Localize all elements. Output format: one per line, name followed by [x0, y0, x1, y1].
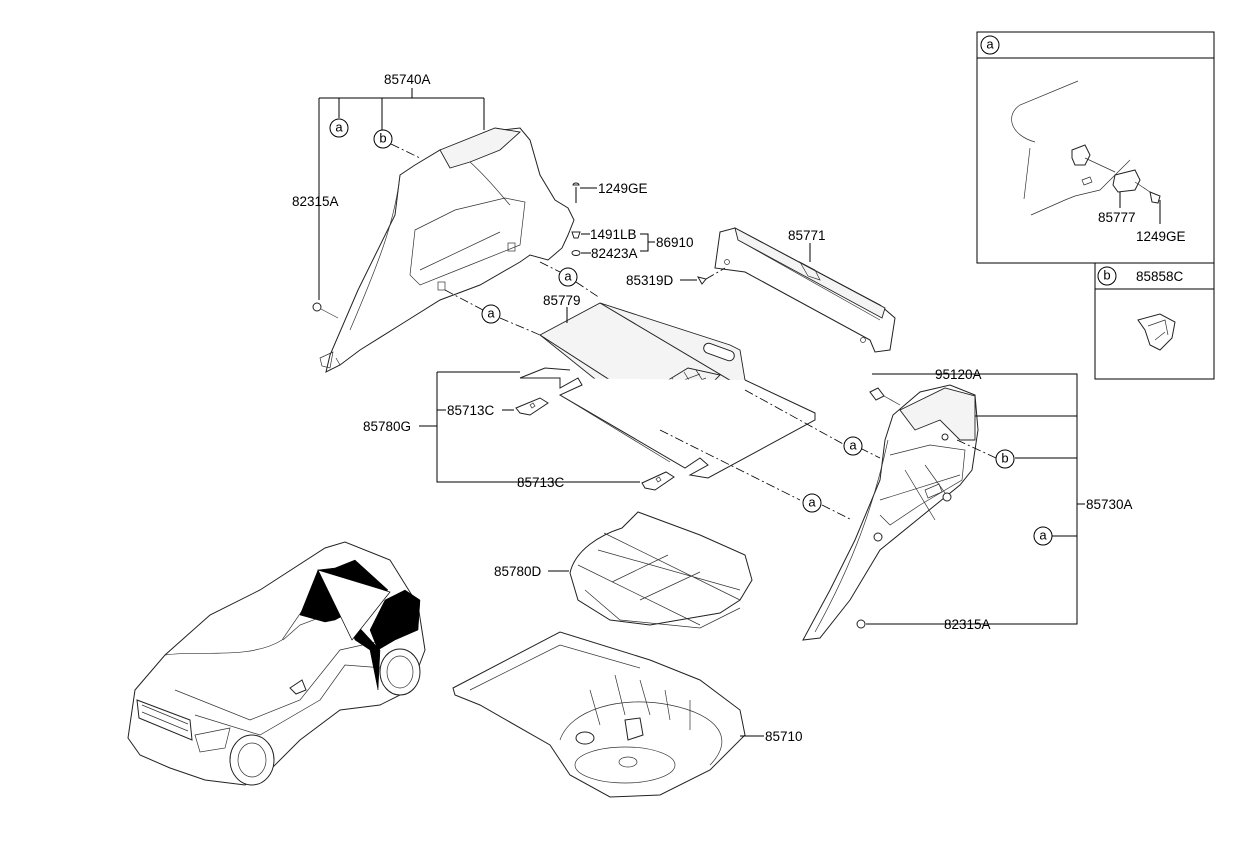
leader-85730A	[866, 373, 1085, 625]
label-1491LB: 1491LB	[590, 227, 637, 242]
label-85740A: 85740A	[384, 72, 431, 87]
callout-b-2: b	[995, 449, 1015, 469]
label-85780D: 85780D	[494, 564, 542, 579]
clip-85319D[interactable]	[680, 267, 726, 285]
svg-text:b: b	[1103, 268, 1110, 283]
callout-a-5: a	[802, 493, 822, 513]
detail-b-marker	[1097, 266, 1117, 286]
vehicle-locator-illustration	[127, 541, 426, 786]
left-quarter-trim-85740A[interactable]	[312, 88, 575, 373]
detail-box-a: a	[976, 31, 1215, 264]
callout-a-4: a	[843, 436, 863, 456]
leader-85740A	[318, 88, 485, 300]
callout-a-3: a	[444, 289, 541, 336]
fastener-group-86910[interactable]	[571, 182, 655, 256]
callout-a-1: a	[329, 118, 349, 138]
callout-a-2: a	[539, 261, 601, 299]
svg-text:b: b	[379, 131, 386, 146]
detail-a-part-85777: 85777	[1098, 210, 1136, 225]
label-85779: 85779	[543, 293, 581, 308]
leader-85780G	[419, 371, 640, 483]
label-82423A: 82423A	[591, 246, 638, 261]
label-86910: 86910	[656, 235, 694, 250]
hook-85713C-bottom[interactable]	[641, 471, 675, 491]
callout-a-6: a	[1033, 526, 1053, 546]
hook-85713C-top[interactable]	[515, 397, 549, 416]
label-85780G: 85780G	[363, 419, 411, 434]
tailgate-sill-trim-85771[interactable]	[714, 227, 896, 353]
luggage-board-85780G[interactable]	[519, 302, 846, 501]
svg-text:b: b	[1001, 451, 1008, 466]
luggage-tray-85780D[interactable]	[548, 511, 753, 629]
label-85713C-top: 85713C	[447, 403, 495, 418]
svg-text:a: a	[487, 306, 495, 321]
svg-text:a: a	[335, 120, 343, 135]
svg-text:a: a	[849, 438, 857, 453]
label-85710: 85710	[765, 729, 803, 744]
svg-text:a: a	[1039, 528, 1047, 543]
svg-text:a: a	[564, 269, 572, 284]
label-85730A: 85730A	[1086, 497, 1133, 512]
detail-box-b: b	[1094, 262, 1215, 380]
svg-text:a: a	[986, 37, 994, 52]
label-82315A-left: 82315A	[292, 194, 339, 209]
label-1249GE: 1249GE	[598, 181, 648, 196]
detail-a-part-1249GE: 1249GE	[1136, 229, 1186, 244]
label-95120A: 95120A	[935, 367, 982, 382]
label-85771: 85771	[788, 228, 826, 243]
label-82315A-right: 82315A	[944, 617, 991, 632]
leader-86910	[640, 233, 655, 252]
label-85713C-bottom: 85713C	[517, 475, 565, 490]
detail-b-part-85858C: 85858C	[1136, 269, 1184, 284]
callout-b-1: b	[373, 129, 421, 159]
detail-a-marker	[980, 35, 1000, 55]
right-quarter-trim-85730A[interactable]	[802, 373, 1085, 641]
label-85319D: 85319D	[626, 273, 674, 288]
floor-tray-85710[interactable]	[452, 631, 764, 798]
svg-text:a: a	[808, 495, 816, 510]
